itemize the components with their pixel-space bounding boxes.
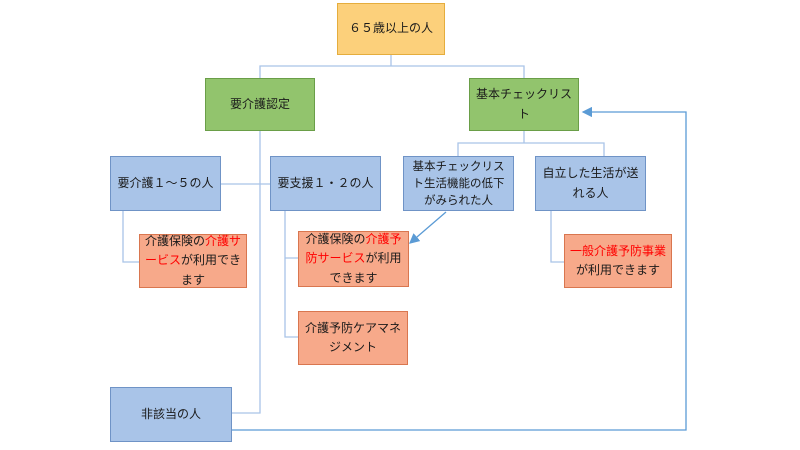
node-checklist-decline: 基本チェックリスト生活機能の低下がみられた人 [403, 156, 514, 211]
node-prevention-service: 介護保険の介護予防サービスが利用できます [298, 231, 409, 287]
arrow-not-applicable-to-checklist [232, 106, 687, 431]
connector-support-services [284, 211, 298, 338]
node-support-level-1-2: 要支援１・２の人 [270, 156, 381, 211]
node-root: ６５歳以上の人 [337, 3, 445, 55]
node-not-applicable: 非該当の人 [110, 387, 232, 442]
connector-cert-not-applicable [232, 131, 261, 414]
connector-general-prevention [550, 211, 564, 263]
connector-care-service [122, 211, 139, 263]
node-care-service: 介護保険の介護サービスが利用できます [139, 234, 247, 288]
node-prevention-care-management: 介護予防ケアマネジメント [298, 311, 408, 365]
connector-root [259, 55, 525, 78]
node-general-prevention: 一般介護予防事業が利用できます [564, 234, 672, 288]
node-basic-checklist: 基本チェックリスト [469, 78, 579, 131]
node-independent: 自立した生活が送れる人 [535, 156, 646, 211]
arrow-decline-to-prevention [409, 211, 447, 244]
connector-checklist [457, 131, 605, 156]
node-care-level-1-5: 要介護１～５の人 [110, 156, 221, 211]
node-care-certification: 要介護認定 [205, 78, 315, 131]
